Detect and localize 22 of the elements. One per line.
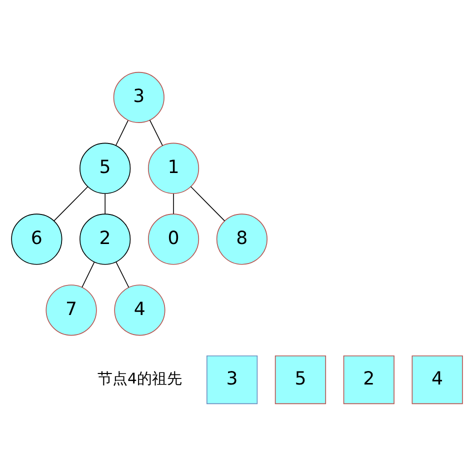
connector: [82, 262, 95, 288]
node-box: 5: [274, 355, 326, 404]
node-circle: 0: [148, 214, 200, 265]
node-circle: 7: [46, 284, 97, 336]
node-box: 2: [343, 355, 394, 404]
node-circle: 4: [114, 284, 166, 336]
node-circle: 5: [80, 142, 131, 194]
node-circle: 6: [11, 214, 62, 265]
node-circle: 3: [113, 72, 164, 123]
node-circle: 8: [216, 214, 268, 265]
node-box: 4: [412, 355, 463, 404]
connector: [104, 193, 106, 214]
node-circle: 1: [148, 142, 200, 194]
connector: [190, 186, 226, 222]
label: 节点4的祖先: [98, 370, 182, 388]
connector: [173, 193, 174, 214]
connector: [115, 120, 128, 146]
connector: [149, 120, 163, 146]
node-circle: 2: [80, 214, 131, 265]
connector: [54, 186, 88, 222]
connector: [116, 262, 130, 288]
node-box: 3: [206, 355, 258, 404]
